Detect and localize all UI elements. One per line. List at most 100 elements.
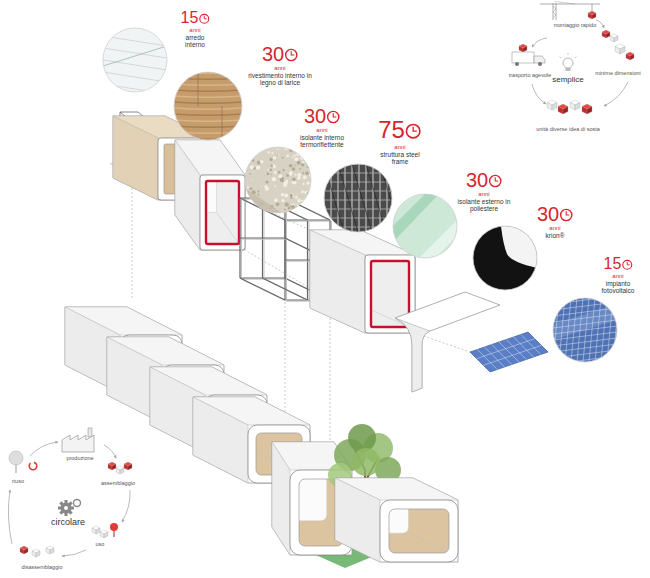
cube-face	[124, 464, 128, 470]
swatch-detail	[267, 169, 269, 171]
swatch-detail	[358, 164, 359, 232]
component-label: krion®	[546, 232, 565, 239]
swatch-detail	[324, 236, 392, 237]
panel-surface	[470, 332, 548, 372]
swatch-detail	[330, 164, 331, 232]
swatch-detail	[174, 126, 242, 127]
cube-face	[592, 13, 596, 19]
clock-face	[200, 14, 209, 23]
use-tree-trunk	[114, 530, 115, 537]
factory-body	[62, 435, 94, 452]
swatch-detail	[253, 150, 254, 151]
swatch-detail	[271, 152, 273, 154]
clock-face	[328, 111, 339, 122]
cube-face	[620, 47, 625, 55]
swatch-detail	[222, 106, 223, 140]
swatch-detail	[344, 164, 345, 232]
cycle-arrow	[532, 38, 547, 47]
swatch-detail	[257, 191, 259, 193]
truck-wheel	[515, 62, 519, 66]
shell-side	[175, 140, 200, 250]
swatch-detail	[295, 196, 298, 199]
red-frame	[206, 181, 239, 244]
swatch-detail	[278, 171, 281, 174]
shell-side	[113, 116, 158, 200]
duration-unit: anni	[612, 273, 623, 280]
swatch-detail	[174, 132, 242, 133]
truck-wheel	[538, 62, 542, 66]
swatch-detail	[303, 175, 307, 179]
swatch-detail	[257, 148, 260, 151]
cube-face	[20, 548, 24, 554]
swatch-detail	[565, 298, 571, 362]
cube-face	[24, 548, 28, 554]
swatch-detail	[283, 183, 287, 187]
swatch-detail	[297, 199, 301, 203]
component-label: arredo interno	[180, 34, 210, 48]
swatch-detail	[307, 198, 310, 201]
swatch-detail	[309, 160, 312, 163]
swatch-detail	[273, 156, 276, 159]
cube-face	[112, 464, 116, 470]
swatch-detail	[257, 194, 259, 196]
swatch-detail	[305, 202, 309, 206]
swatch-detail	[302, 183, 304, 185]
cube-face	[552, 103, 557, 111]
swatch-detail	[284, 209, 286, 211]
swatch-detail	[282, 157, 284, 159]
cycle-step: unità diverse idea di sosta	[536, 126, 600, 132]
clock-face	[623, 260, 632, 269]
swatch-detail	[297, 176, 301, 180]
cube-face	[558, 107, 563, 115]
swatch-detail	[285, 202, 289, 206]
swatch-detail	[269, 169, 271, 171]
swatch-detail	[274, 199, 278, 203]
swatch-detail	[249, 173, 251, 175]
cube-face	[563, 107, 568, 115]
crane-line	[540, 4, 600, 5]
swatch-detail	[256, 209, 259, 212]
cube-face	[519, 46, 523, 52]
cycle-step: montaggio rapido	[554, 22, 597, 28]
swatch-detail	[553, 326, 617, 334]
duration-number: 30	[304, 106, 326, 126]
cycle-arrow	[62, 550, 86, 556]
swatch-detail	[294, 157, 298, 161]
swatch-detail	[613, 298, 619, 362]
swatch-detail	[103, 46, 167, 66]
material-swatch	[244, 146, 313, 213]
duration-number: 15	[604, 256, 622, 272]
swatch-detail	[274, 166, 276, 168]
swatch-detail	[290, 197, 292, 199]
swatch-ground	[174, 72, 242, 140]
swatch-ground	[103, 28, 167, 92]
truck-cab	[534, 56, 545, 63]
swatch-detail	[553, 320, 617, 328]
shell-side	[272, 442, 290, 555]
duration-unit: anni	[316, 127, 327, 134]
tree-foliage	[352, 448, 380, 476]
swatch-detail	[304, 191, 307, 194]
clock-icons	[200, 14, 632, 269]
swatch-outline	[393, 194, 457, 258]
cube-face	[570, 103, 575, 111]
swatch-detail	[286, 174, 289, 177]
swatch-detail	[295, 165, 296, 166]
cycle-arrow	[604, 82, 628, 106]
duration-unit: anni	[478, 191, 489, 198]
module	[335, 478, 458, 562]
crane-line	[556, 3, 557, 20]
swatch-detail	[501, 226, 537, 268]
swatch-detail	[283, 169, 285, 171]
bulb-ray	[560, 57, 562, 59]
swatch-detail	[174, 78, 242, 79]
swatch-detail	[293, 148, 295, 150]
concept-title: semplice	[552, 76, 584, 85]
swatch-detail	[265, 187, 269, 191]
swatch-detail	[553, 356, 617, 364]
duration-unit: anni	[394, 144, 405, 151]
steel-member	[240, 237, 285, 238]
recycle-symbol	[28, 462, 37, 471]
swatch-detail	[553, 314, 617, 322]
swatch-detail	[553, 308, 617, 316]
